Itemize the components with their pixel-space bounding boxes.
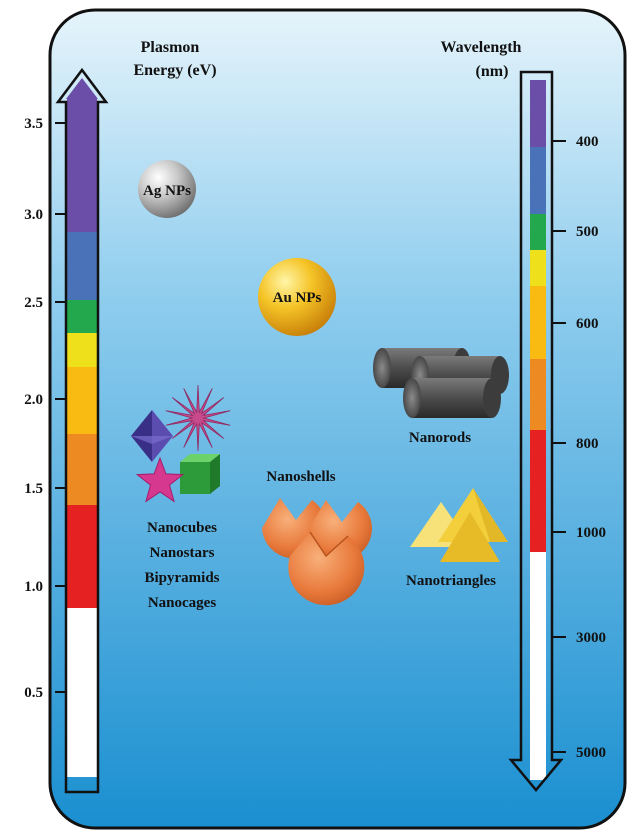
right-tick-label: 800 bbox=[576, 436, 599, 452]
shapes-label-line1: Nanocubes bbox=[147, 520, 217, 536]
nanostar-shape bbox=[165, 384, 231, 452]
right-axis-ticks: 400 500 600 800 1000 3000 5000 bbox=[552, 134, 606, 761]
left-axis-ticks: 3.5 3.0 2.5 2.0 1.5 1.0 0.5 bbox=[24, 116, 66, 701]
right-spectrum-segment bbox=[530, 214, 546, 250]
left-tick-label: 2.0 bbox=[24, 392, 43, 408]
nanotriangles-label: Nanotriangles bbox=[406, 573, 496, 589]
right-tick-label: 3000 bbox=[576, 630, 606, 646]
right-tick-label: 5000 bbox=[576, 745, 606, 761]
nanorod-3 bbox=[403, 378, 501, 418]
left-arrow-head bbox=[66, 78, 98, 99]
left-spectrum-segment bbox=[67, 232, 97, 300]
shapes-label-line2: Nanostars bbox=[149, 545, 214, 561]
left-spectrum-segment bbox=[67, 608, 97, 777]
star-shape bbox=[135, 456, 185, 503]
nanoshell-3 bbox=[288, 531, 365, 606]
right-tick-label: 1000 bbox=[576, 525, 606, 541]
shapes-label-line3: Bipyramids bbox=[144, 570, 219, 586]
left-spectrum-segment bbox=[67, 333, 97, 367]
left-arrow-outline bbox=[55, 67, 109, 794]
left-axis-title-line2: Energy (eV) bbox=[133, 62, 216, 79]
shapes-label-line4: Nanocages bbox=[148, 595, 216, 611]
left-tick-label: 0.5 bbox=[24, 685, 43, 701]
left-tick-label: 1.5 bbox=[24, 481, 43, 497]
nanorods-label: Nanorods bbox=[409, 430, 471, 446]
right-spectrum-segment bbox=[530, 250, 546, 286]
shapes-illustration: Nanocubes Nanostars Bipyramids Nanocages bbox=[131, 384, 231, 611]
right-axis-title-line1: Wavelength bbox=[441, 39, 522, 56]
ag-nanoparticle: Ag NPs bbox=[138, 160, 196, 218]
right-spectrum-segment bbox=[530, 286, 546, 359]
right-axis: Wavelength (nm) 400 500 600 800 1000 3000 5000 bbox=[441, 39, 606, 792]
nanorods-illustration: Nanorods bbox=[373, 348, 509, 446]
left-spectrum-bar bbox=[67, 99, 97, 777]
left-tick-label: 3.5 bbox=[24, 116, 43, 132]
right-tick-label: 600 bbox=[576, 316, 599, 332]
right-tick-label: 400 bbox=[576, 134, 599, 150]
nanotriangle-3 bbox=[440, 512, 500, 562]
left-spectrum-segment bbox=[67, 505, 97, 608]
right-axis-title-line2: (nm) bbox=[476, 63, 509, 80]
left-axis-title-line1: Plasmon bbox=[141, 39, 200, 56]
left-tick-label: 1.0 bbox=[24, 579, 43, 595]
right-arrow-outline bbox=[508, 70, 564, 792]
right-spectrum-segment bbox=[530, 552, 546, 780]
nanocube-shape bbox=[180, 454, 220, 494]
left-spectrum-segment bbox=[67, 434, 97, 505]
right-spectrum-segment bbox=[530, 147, 546, 214]
nanotriangles-illustration: Nanotriangles bbox=[406, 488, 508, 589]
left-spectrum-segment bbox=[67, 300, 97, 333]
right-spectrum-segment bbox=[530, 80, 546, 147]
au-label: Au NPs bbox=[273, 290, 322, 306]
left-tick-label: 3.0 bbox=[24, 207, 43, 223]
right-spectrum-segment bbox=[530, 359, 546, 430]
nanostar-spikes bbox=[165, 384, 231, 452]
right-spectrum-bar bbox=[530, 80, 546, 780]
right-spectrum-segment bbox=[530, 430, 546, 552]
nanoshells-illustration: Nanoshells bbox=[262, 469, 372, 606]
left-axis: Plasmon Energy (eV) 3.5 3.0 2.5 2.0 1.5 1.0 0.… bbox=[24, 39, 217, 794]
background-panel bbox=[48, 8, 627, 830]
au-nanoparticle: Au NPs bbox=[258, 258, 336, 336]
left-tick-label: 2.5 bbox=[24, 295, 43, 311]
ag-label: Ag NPs bbox=[143, 183, 191, 199]
nanoshells-label: Nanoshells bbox=[266, 469, 335, 485]
bipyramid-shape bbox=[131, 410, 173, 462]
left-spectrum-segment bbox=[67, 367, 97, 434]
left-spectrum-segment bbox=[67, 99, 97, 232]
right-tick-label: 500 bbox=[576, 224, 599, 240]
